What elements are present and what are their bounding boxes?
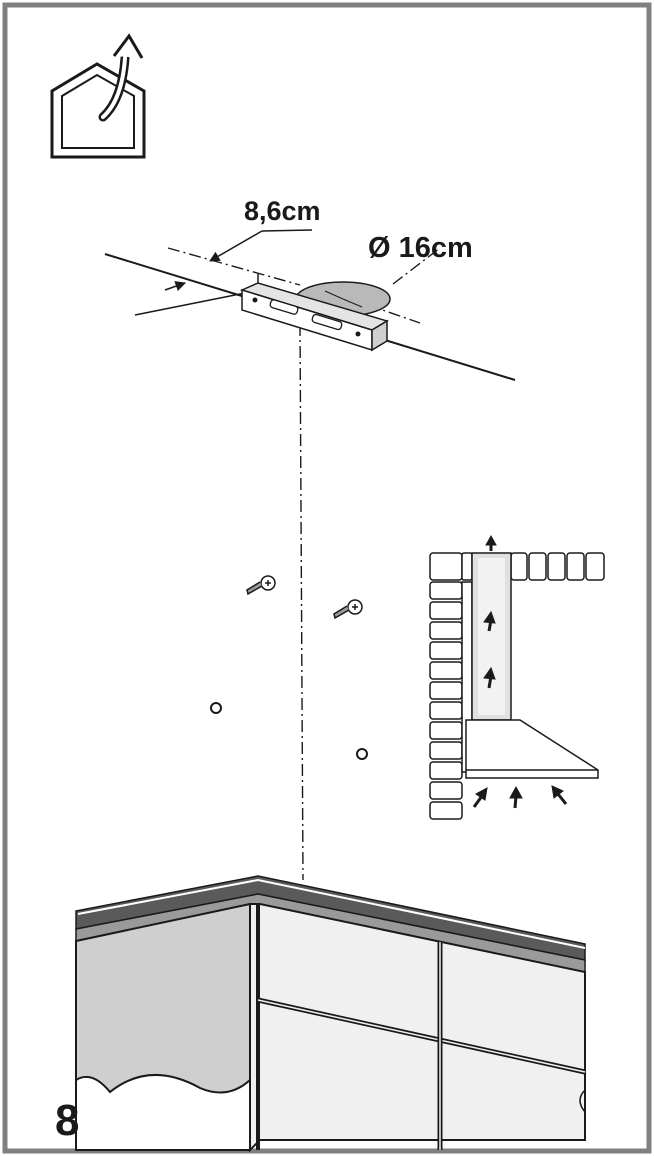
ceiling-bracket [239, 274, 389, 352]
airflow-arrow-icon [472, 534, 568, 809]
hood-canopy [465, 719, 599, 779]
wall-screw-icon [246, 575, 276, 596]
step-number: 8 [55, 1096, 80, 1145]
duct-diameter-label: Ø 16cm [368, 232, 473, 264]
center-axis-lines [167, 247, 441, 881]
brick-wall [429, 552, 605, 820]
width-dimension-line [164, 229, 313, 292]
wall-screw-icon [333, 599, 363, 620]
drill-hole-icon [356, 748, 368, 760]
width-dimension-label: 8,6cm [244, 196, 321, 226]
kitchen-cabinet [75, 875, 586, 1153]
venting-inset-illustration [429, 534, 605, 820]
drill-hole-icon [210, 702, 222, 714]
external-venting-house-icon [50, 33, 146, 159]
